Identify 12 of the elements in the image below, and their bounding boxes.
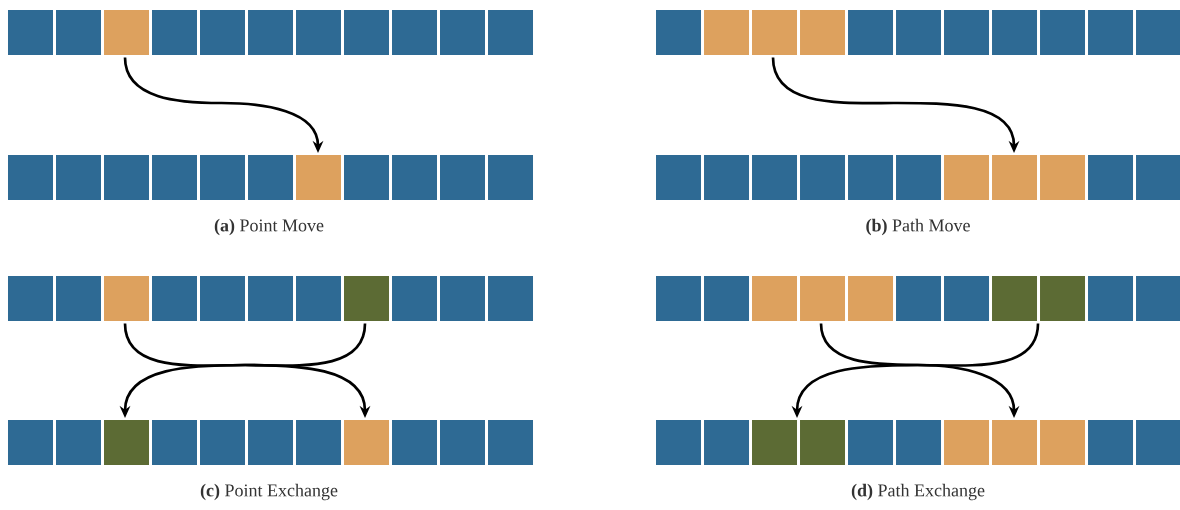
square-row (8, 10, 533, 55)
square-row (8, 420, 533, 465)
square-row (656, 10, 1180, 55)
square-row (656, 276, 1180, 321)
square-row (656, 155, 1180, 200)
caption: (c) Point Exchange (200, 483, 338, 501)
caption: (a) Point Move (214, 218, 324, 236)
square-row (8, 276, 533, 321)
square-row (656, 420, 1180, 465)
caption: (b) Path Move (866, 218, 970, 236)
caption: (d) Path Exchange (851, 483, 985, 501)
square-row (8, 155, 533, 200)
